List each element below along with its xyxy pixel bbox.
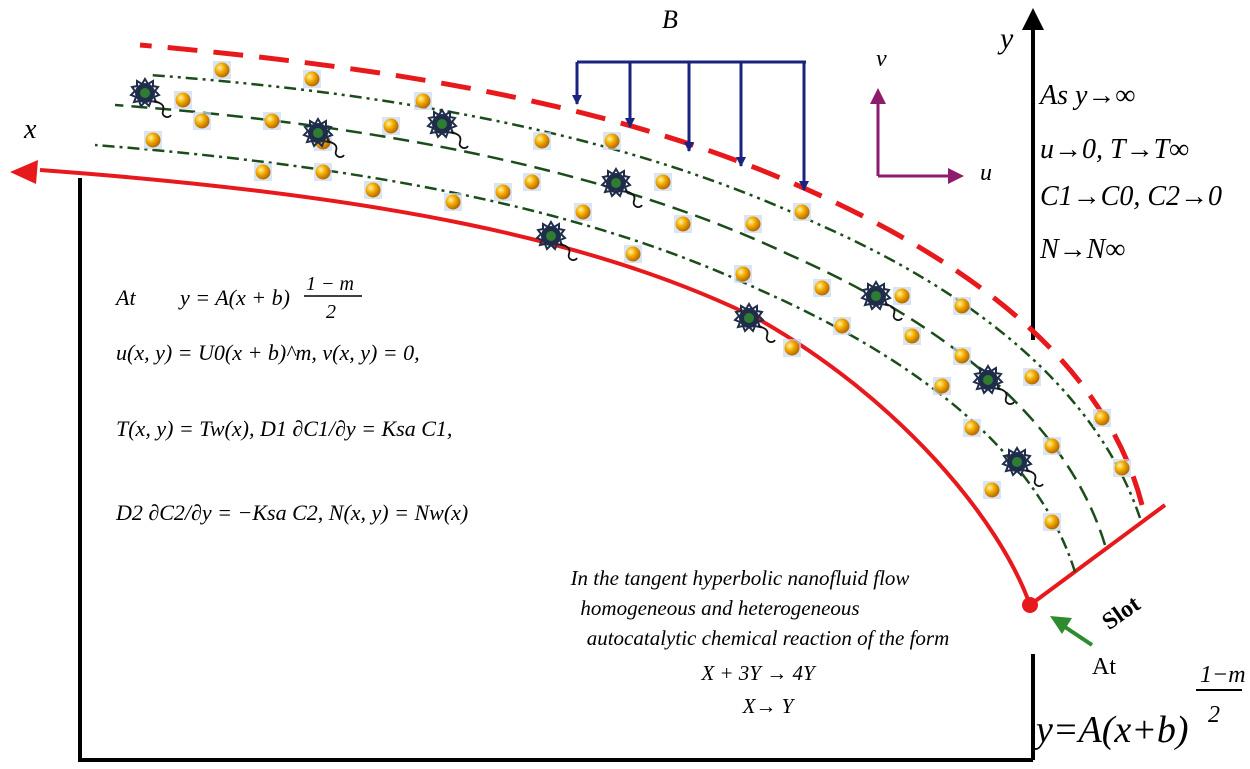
reaction-description: In the tangent hyperbolic nanofluid flow… <box>570 566 950 718</box>
boundary-exp-numerator: 1 − m <box>306 273 354 295</box>
nanoparticle <box>793 203 811 221</box>
far-field-conditions: As y→∞ u→0, T→T∞ C1→C0, C2→0 N→N∞ <box>1038 80 1222 265</box>
nanoparticle <box>1113 459 1131 477</box>
reaction-line-2: homogeneous and heterogeneous <box>580 596 859 620</box>
velocity-v-label: v <box>876 46 887 72</box>
nanoparticle <box>654 173 672 191</box>
far-field-line-1: As y→∞ <box>1038 80 1135 111</box>
reaction-line-4: X + 3Y → 4Y <box>700 661 817 685</box>
boundary-conditions: At y = A(x + b) 1 − m 2 u(x, y) = U0(x +… <box>114 273 468 525</box>
far-field-line-4: N→N∞ <box>1039 234 1125 265</box>
boundary-exp-denominator: 2 <box>326 301 336 323</box>
nanoparticle <box>744 215 762 233</box>
slot-label: Slot <box>1098 591 1146 635</box>
far-field-line-2: u→0, T→T∞ <box>1040 134 1189 165</box>
nanoparticle <box>734 265 752 283</box>
magnetic-field <box>572 60 809 191</box>
nanoparticle <box>674 215 692 233</box>
nanoparticle <box>533 132 551 150</box>
nanoparticle <box>174 91 192 109</box>
nanoparticle <box>303 70 321 88</box>
nanoparticle <box>903 327 921 345</box>
boundary-layer-edge <box>139 42 1145 506</box>
nanoparticle <box>193 112 211 130</box>
microorganism <box>303 118 345 159</box>
boundary-line-3: T(x, y) = Tw(x), D1 ∂C1/∂y = Ksa C1, <box>116 416 452 441</box>
velocity-axes <box>870 88 964 184</box>
nanoparticle <box>953 297 971 315</box>
nanoparticle <box>414 92 432 110</box>
nanoparticle <box>783 339 801 357</box>
nanoparticle <box>1043 513 1061 531</box>
nanoparticle <box>364 181 382 199</box>
nanoparticles <box>144 61 1131 531</box>
microorganism <box>427 109 469 150</box>
nanoparticle <box>254 163 272 181</box>
boundary-line-2: u(x, y) = U0(x + b)^m, v(x, y) = 0, <box>116 340 420 365</box>
nanoparticle <box>624 245 642 263</box>
slot-equation-main: y=A(x+b) <box>1032 709 1189 751</box>
slot-arrow <box>1050 616 1094 647</box>
slot-equation-exp-numerator: 1−m <box>1200 662 1246 688</box>
nanoparticle <box>494 183 512 201</box>
boundary-at: At <box>114 285 136 310</box>
microorganism <box>973 365 1015 406</box>
slot-line <box>1028 503 1167 607</box>
nanoparticle <box>933 377 951 395</box>
nanoparticle <box>1023 368 1041 386</box>
boundary-line-1: y = A(x + b) <box>178 285 290 310</box>
boundary-line-4: D2 ∂C2/∂y = −Ksa C2, N(x, y) = Nw(x) <box>115 500 468 525</box>
microorganism <box>1002 447 1044 488</box>
microorganism <box>601 168 643 209</box>
nanoparticle <box>893 287 911 305</box>
magnetic-field-label: B <box>662 5 678 34</box>
reaction-line-3: autocatalytic chemical reaction of the f… <box>587 626 950 650</box>
slot-at-label: At <box>1092 654 1116 680</box>
nanoparticle <box>1043 437 1061 455</box>
y-axis-label: y <box>997 22 1014 55</box>
x-axis-label: x <box>23 114 37 145</box>
nanoparticle <box>1093 409 1111 427</box>
wall-frame <box>78 178 1035 762</box>
nanoparticle <box>603 132 621 150</box>
slot-equation-exp-denominator: 2 <box>1208 702 1220 728</box>
nanoparticle <box>574 203 592 221</box>
slot-equation: y=A(x+b) 1−m 2 <box>1032 662 1246 751</box>
nanoparticle <box>833 317 851 335</box>
nanoparticle <box>523 173 541 191</box>
velocity-u-label: u <box>980 160 992 186</box>
y-axis <box>1022 8 1044 340</box>
nanoparticle <box>314 163 332 181</box>
far-field-line-3: C1→C0, C2→0 <box>1040 181 1222 212</box>
nanoparticle <box>953 347 971 365</box>
nanoparticle <box>144 131 162 149</box>
microorganism <box>536 221 578 262</box>
nanoparticle <box>263 112 281 130</box>
nanoparticle <box>963 419 981 437</box>
microorganism <box>130 78 172 119</box>
nanoparticle <box>444 193 462 211</box>
nanoparticle <box>213 61 231 79</box>
reaction-line-1: In the tangent hyperbolic nanofluid flow <box>570 566 910 590</box>
nanoparticle <box>813 279 831 297</box>
nanoparticle <box>382 117 400 135</box>
reaction-line-5: X→ Y <box>742 694 796 718</box>
nanoparticle <box>983 481 1001 499</box>
